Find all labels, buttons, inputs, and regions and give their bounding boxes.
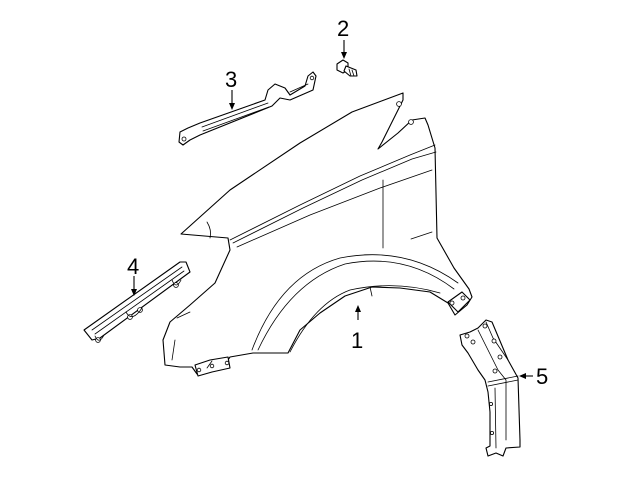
callout-5[interactable]: 5 — [536, 364, 549, 389]
part-1-fender[interactable] — [162, 92, 473, 377]
callout-1[interactable]: 1 — [351, 328, 364, 353]
callout-3[interactable]: 3 — [225, 67, 238, 92]
callout-4[interactable]: 4 — [127, 254, 140, 279]
part-2-bolt[interactable] — [336, 59, 358, 77]
part-4-front-bracket[interactable] — [83, 261, 191, 343]
callout-2[interactable]: 2 — [337, 16, 350, 41]
part-5-rear-reinforcement[interactable] — [459, 319, 521, 457]
callout-leaders — [131, 40, 533, 379]
part-3-upper-bracket[interactable] — [178, 71, 317, 146]
